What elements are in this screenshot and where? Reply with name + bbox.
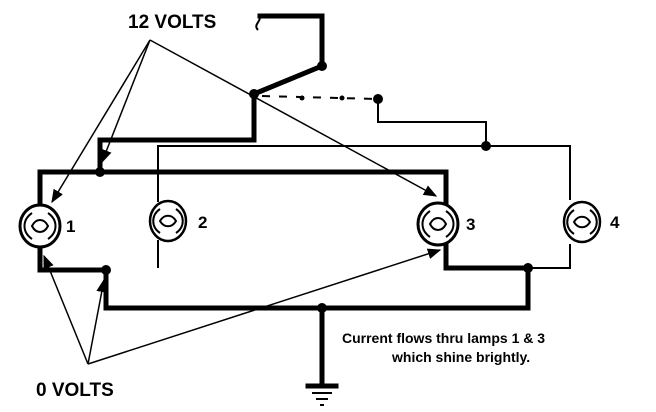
arrow-to-lamp-1 <box>51 39 151 204</box>
lamp-4-label: 4 <box>610 213 620 232</box>
switch-dash-dot <box>339 95 345 101</box>
lamp-4: 4 <box>562 200 620 244</box>
switch-link-dashed <box>261 95 379 100</box>
active-circuit <box>37 167 533 387</box>
lamp-4-feed-wire <box>486 145 571 200</box>
lamp-3-return-wire <box>319 241 531 311</box>
lamp-2-bulb-icon <box>148 199 188 243</box>
switch-blade <box>250 62 326 98</box>
switch-pivot-node <box>317 61 327 71</box>
arrow-to-feed <box>101 39 151 164</box>
lamp-2-feed-wire <box>157 145 486 202</box>
switch-contact-node <box>249 89 259 99</box>
arrow-from-return <box>87 278 108 365</box>
junction-node <box>95 167 105 177</box>
ground-voltage-label: 0 VOLTS <box>36 380 114 401</box>
lamp-3-label: 3 <box>466 215 475 234</box>
lamp-1-label: 1 <box>66 217 75 236</box>
junction-node <box>317 303 327 313</box>
open-contact-wire <box>377 99 487 146</box>
junction-node <box>101 265 111 275</box>
caption-line-2: which shine brightly. <box>391 349 530 365</box>
arrow-from-lamp-1-return <box>43 254 89 365</box>
caption-line-1: Current flows thru lamps 1 & 3 <box>342 330 545 346</box>
lamp-2-label: 2 <box>198 213 207 232</box>
lamp-1-return-wire <box>37 243 109 273</box>
lamp-4-return-wire <box>528 244 571 269</box>
switch-dash-dot <box>299 95 305 101</box>
supply-wire <box>257 13 325 69</box>
lamp-1: 1 <box>18 203 75 249</box>
bottom-left-return-wire <box>103 267 325 311</box>
lamp-2: 2 <box>148 199 207 243</box>
switched-feed <box>97 91 257 175</box>
idle-circuit <box>157 99 571 269</box>
lamp-1-feed-wire <box>37 169 103 209</box>
supply-arrows <box>51 39 438 204</box>
lamp-4-bulb-icon <box>562 200 602 244</box>
ground-arrows <box>43 248 442 365</box>
arrow-from-lamp-3-return <box>87 248 442 365</box>
lamp-3-bulb-icon <box>416 201 460 247</box>
supply-voltage-label: 12 VOLTS <box>128 12 216 33</box>
arrow-to-lamp-3 <box>149 39 438 197</box>
lamp-3: 3 <box>416 201 475 247</box>
junction-node <box>523 263 533 273</box>
junction-node <box>481 141 491 151</box>
lamp-1-bulb-icon <box>18 203 62 249</box>
supply-switch <box>97 13 383 175</box>
top-bus-wire <box>97 169 449 207</box>
ground-symbol-icon <box>305 383 339 406</box>
